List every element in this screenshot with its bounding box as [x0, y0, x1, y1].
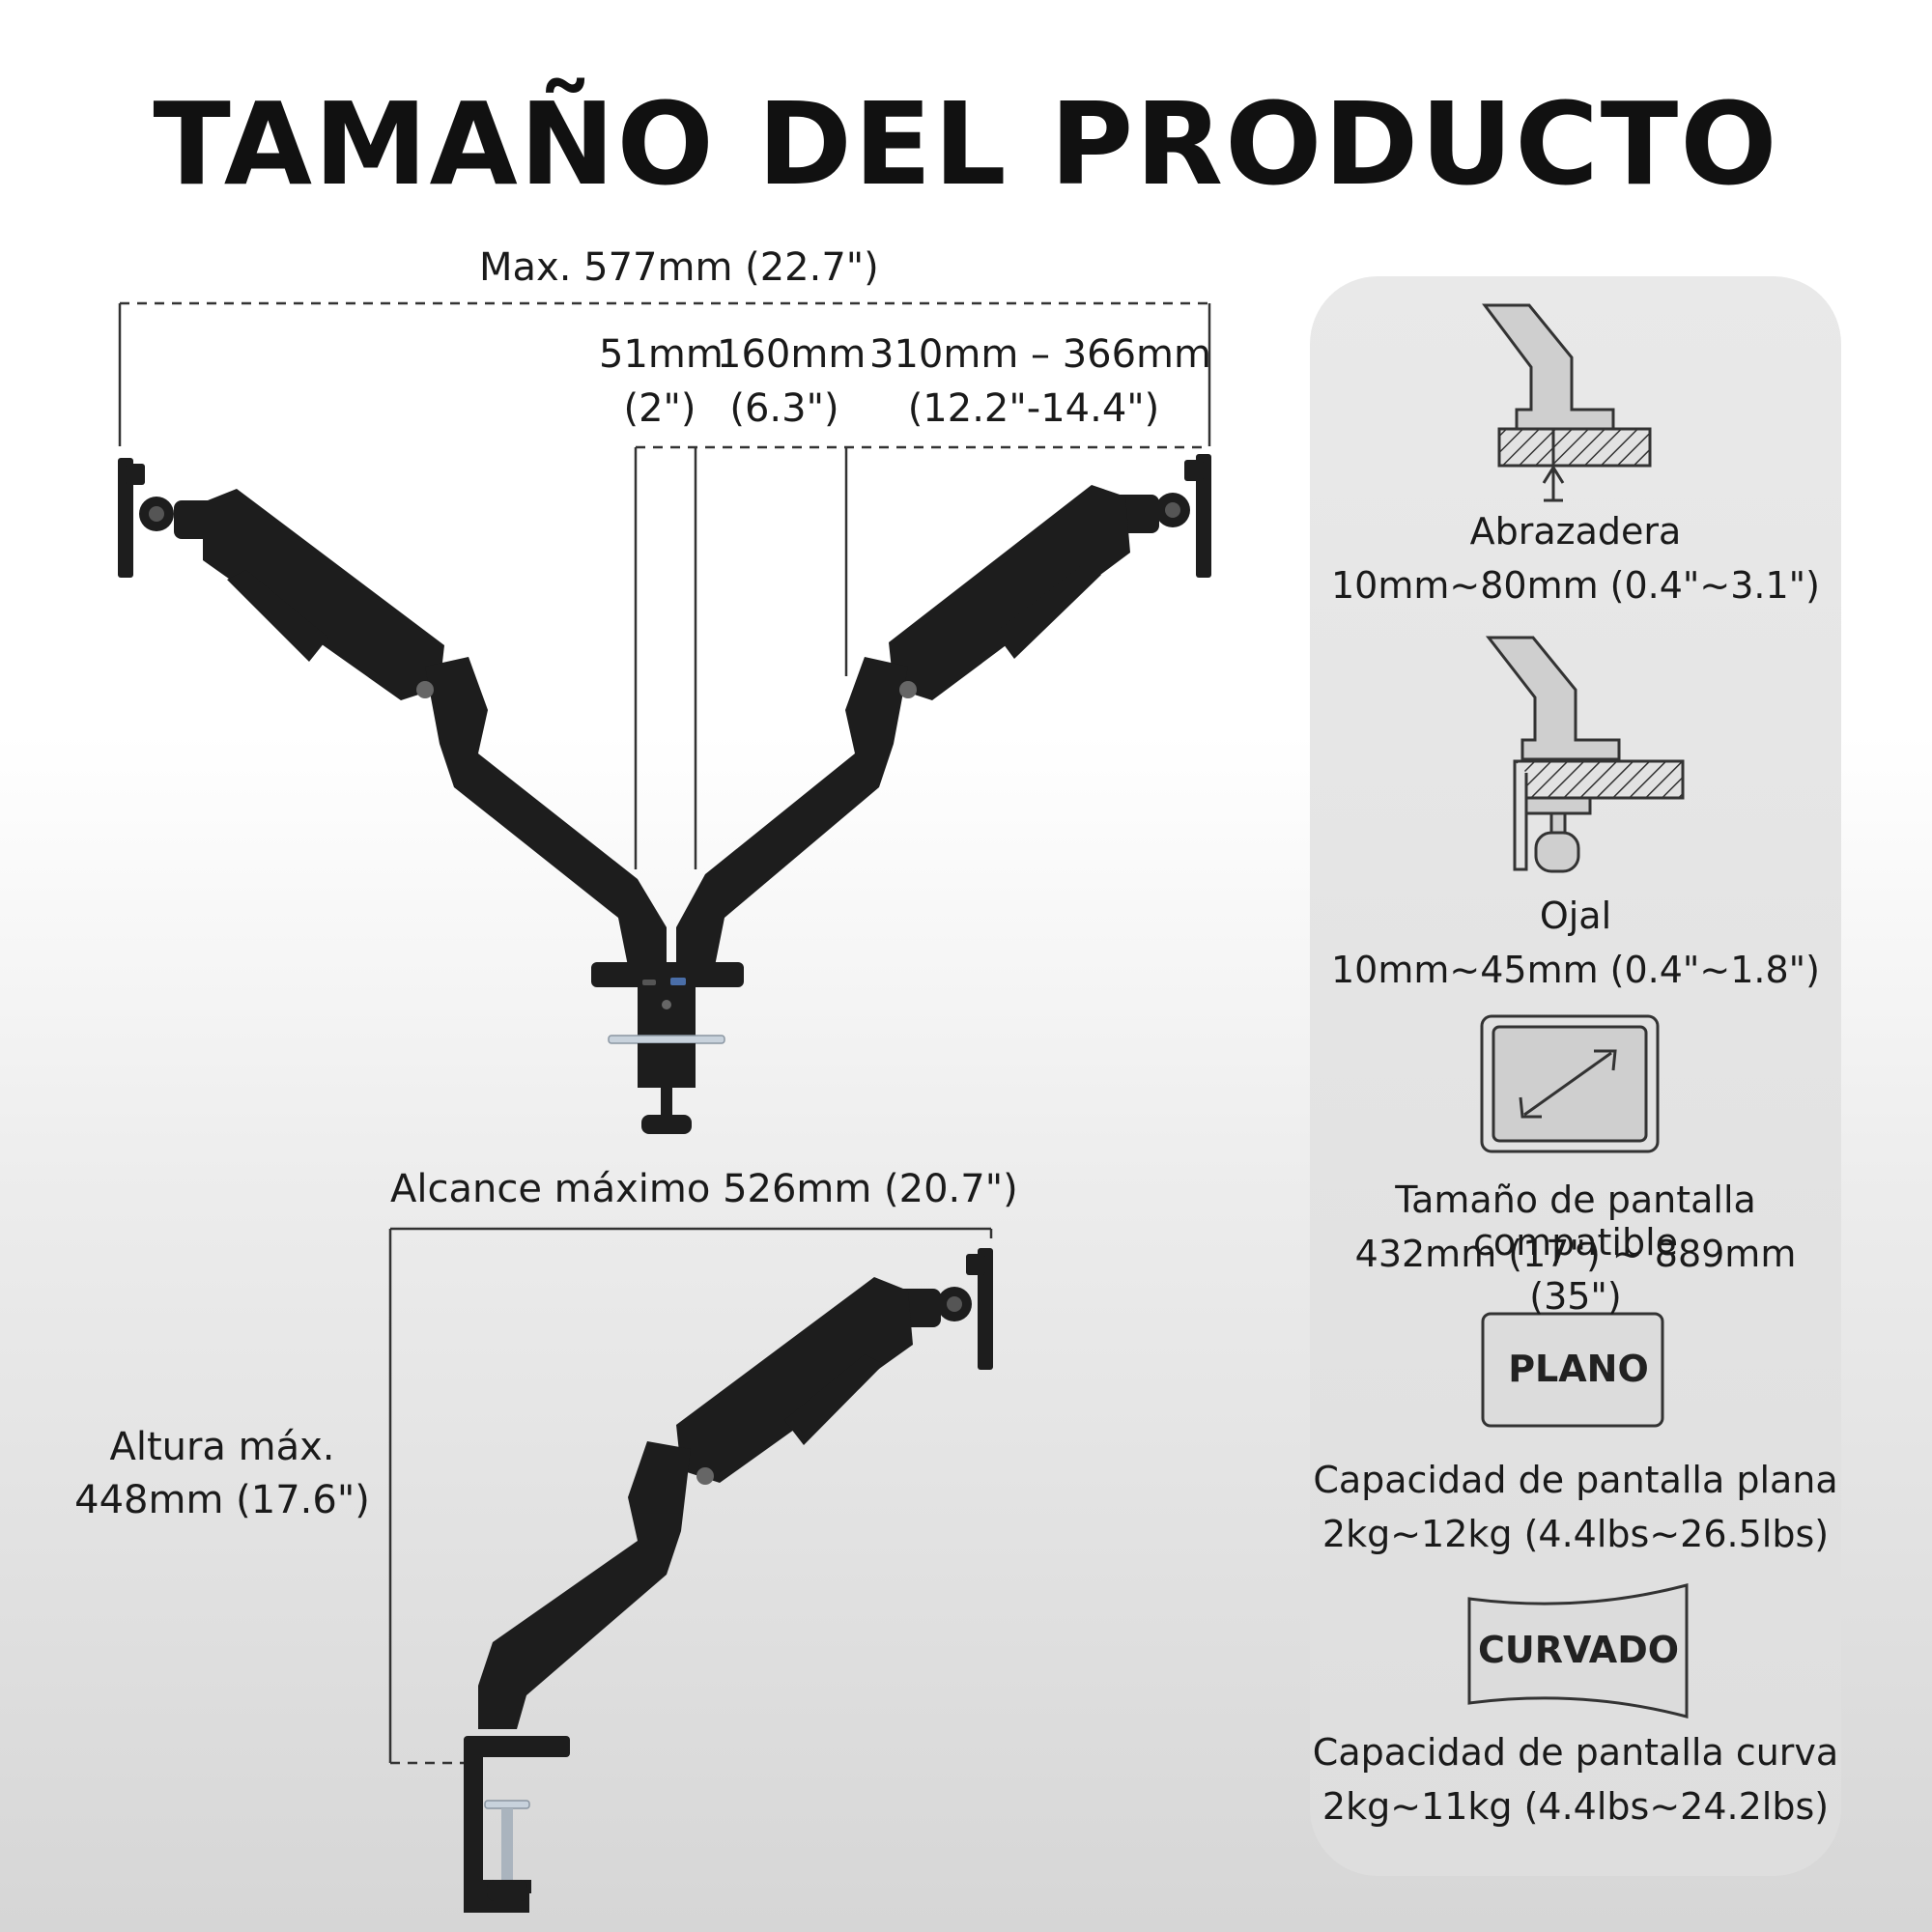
arm-length-in-label: (12.2"-14.4") — [907, 386, 1160, 431]
curved-badge-label: CURVADO — [1478, 1629, 1679, 1671]
screen-size-range: 432mm (17") ~ 889mm (35") — [1354, 1233, 1797, 1318]
reach-height-lines — [388, 1227, 993, 1765]
dimension-lines — [118, 301, 1211, 449]
grommet-name: Ojal — [1539, 895, 1612, 937]
page-title: TAMAÑO DEL PRODUCTO — [153, 77, 1779, 211]
grommet-icon — [1485, 636, 1685, 873]
arm-length-mm-label: 310mm – 366mm — [869, 332, 1211, 377]
curved-screen-icon: CURVADO — [1467, 1583, 1689, 1719]
gap1-mm-label: 51mm — [599, 332, 724, 377]
grommet-range: 10mm~45mm (0.4"~1.8") — [1330, 949, 1820, 991]
max-width-label: Max. 577mm (22.7") — [479, 245, 879, 290]
flat-screen-icon: PLANO — [1481, 1312, 1664, 1428]
gap2-mm-label: 160mm — [717, 332, 867, 377]
single-arm — [478, 1248, 993, 1729]
curved-capacity-name: Capacidad de pantalla curva — [1312, 1731, 1839, 1774]
flat-badge-label: PLANO — [1508, 1348, 1649, 1390]
dual-base — [591, 962, 744, 1134]
flat-capacity-name: Capacidad de pantalla plana — [1313, 1459, 1838, 1501]
max-height-label-line1: Altura máx. — [109, 1425, 335, 1469]
curved-capacity-range: 2kg~11kg (4.4lbs~24.2lbs) — [1321, 1785, 1830, 1828]
right-arm — [676, 454, 1211, 966]
left-arm — [118, 458, 667, 966]
max-reach-label: Alcance máximo 526mm (20.7") — [390, 1167, 1018, 1211]
flat-capacity-range: 2kg~12kg (4.4lbs~26.5lbs) — [1321, 1513, 1830, 1555]
gap1-in-label: (2") — [623, 386, 696, 431]
clamp-icon — [1482, 303, 1652, 502]
vertical-gap-lines — [634, 447, 848, 869]
clamp-range: 10mm~80mm (0.4"~3.1") — [1330, 564, 1820, 607]
max-height-label-line2: 448mm (17.6") — [74, 1478, 370, 1522]
clamp-name: Abrazadera — [1469, 510, 1682, 553]
screen-size-icon — [1480, 1014, 1660, 1153]
screen-size-name: Tamaño de pantalla compatible — [1395, 1179, 1756, 1264]
gap2-in-label: (6.3") — [729, 386, 839, 431]
single-base — [464, 1736, 570, 1913]
